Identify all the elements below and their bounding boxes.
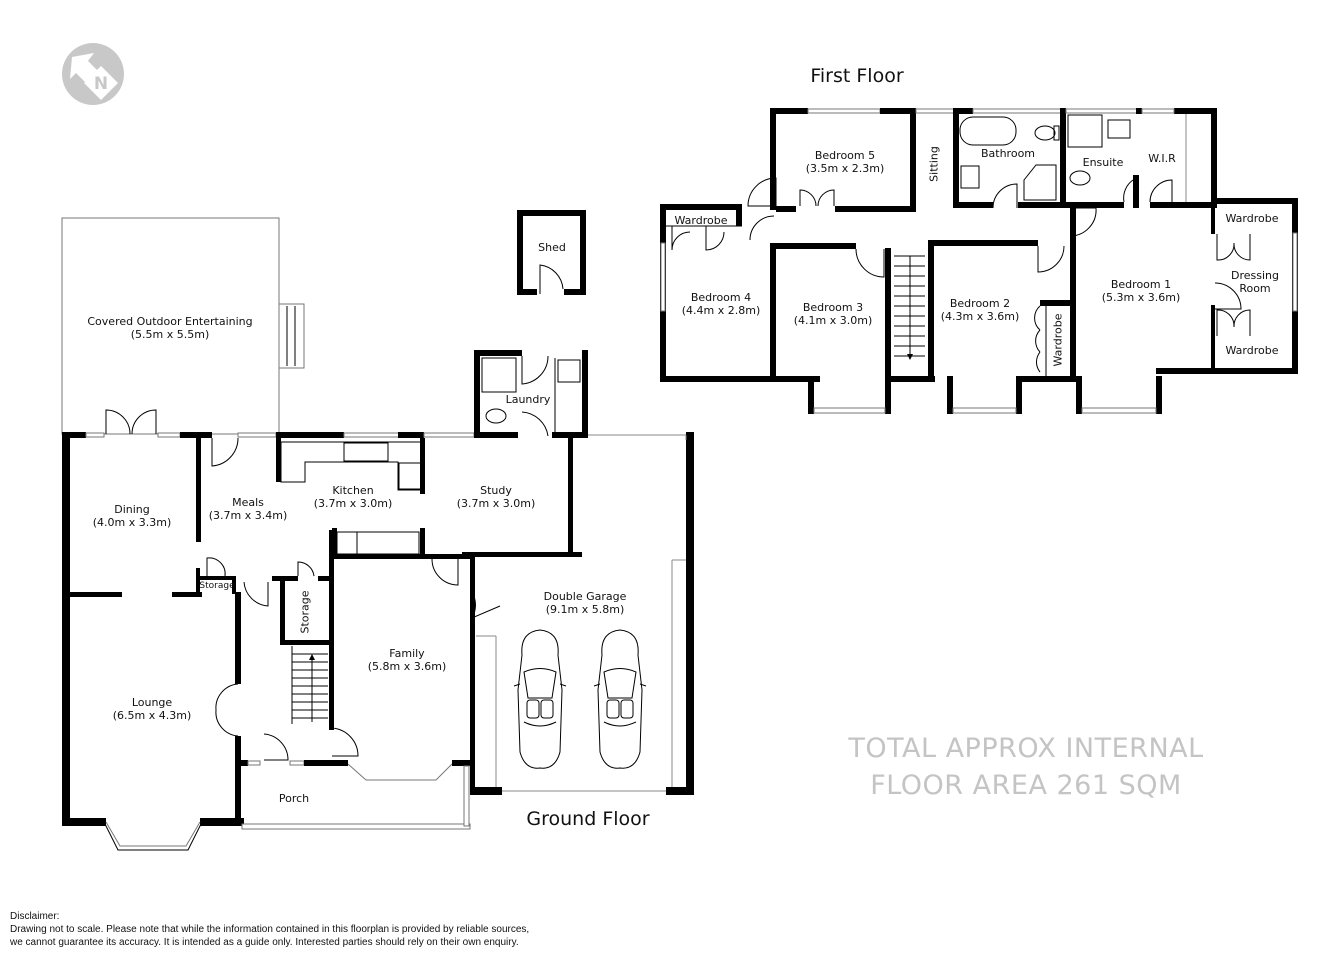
room-study: Study (3.7m x 3.0m) bbox=[457, 484, 536, 510]
disclaimer-line-2: we cannot guarantee its accuracy. It is … bbox=[10, 937, 519, 948]
room-size: (4.3m x 3.6m) bbox=[940, 310, 1020, 323]
room-bathroom: Bathroom bbox=[980, 147, 1036, 160]
room-bedroom-3: Bedroom 3 (4.1m x 3.0m) bbox=[794, 301, 873, 327]
room-size: (4.1m x 3.0m) bbox=[793, 314, 873, 327]
disclaimer-line-1: Drawing not to scale. Please note that w… bbox=[10, 924, 530, 935]
room-name: Bedroom 3 bbox=[802, 301, 864, 314]
room-name: Bedroom 5 bbox=[814, 149, 876, 162]
room-dressing-room: Dressing Room bbox=[1231, 269, 1279, 295]
room-size: (3.7m x 3.0m) bbox=[313, 497, 393, 510]
room-meals: Meals (3.7m x 3.4m) bbox=[209, 496, 288, 522]
car-icon-right bbox=[593, 629, 647, 769]
total-area-line-2: FLOOR AREA 261 SQM bbox=[870, 770, 1182, 801]
north-arrow-icon: N bbox=[70, 53, 118, 100]
ground-floor-walls bbox=[61, 210, 694, 851]
room-wir: W.I.R bbox=[1148, 152, 1176, 165]
room-name: Double Garage bbox=[543, 590, 627, 603]
room-storage-hall: Storage bbox=[298, 590, 312, 634]
room-bedroom-1: Bedroom 1 (5.3m x 3.6m) bbox=[1102, 278, 1181, 304]
room-bedroom-4: Bedroom 4 (4.4m x 2.8m) bbox=[682, 291, 761, 317]
room-size: (9.1m x 5.8m) bbox=[545, 603, 625, 616]
room-size: (5.3m x 3.6m) bbox=[1101, 291, 1181, 304]
room-size: (5.5m x 5.5m) bbox=[130, 328, 210, 341]
room-dining: Dining (4.0m x 3.3m) bbox=[93, 503, 172, 529]
room-size: (3.7m x 3.4m) bbox=[208, 509, 288, 522]
room-name: Bedroom 4 bbox=[690, 291, 752, 304]
room-laundry: Laundry bbox=[505, 393, 551, 406]
room-name: Bedroom 1 bbox=[1110, 278, 1172, 291]
room-size: (4.0m x 3.3m) bbox=[92, 516, 172, 529]
room-wardrobe-bottom: Wardrobe bbox=[1225, 344, 1279, 357]
car-icon-left bbox=[513, 629, 567, 769]
room-size: (6.5m x 4.3m) bbox=[112, 709, 192, 722]
room-name: Lounge bbox=[131, 696, 173, 709]
disclaimer-heading: Disclaimer: bbox=[10, 911, 60, 922]
room-sitting: Sitting bbox=[927, 146, 941, 182]
room-ensuite: Ensuite bbox=[1082, 156, 1124, 169]
room-size: (5.8m x 3.6m) bbox=[367, 660, 447, 673]
room-size: (4.4m x 2.8m) bbox=[681, 304, 761, 317]
room-kitchen: Kitchen (3.7m x 3.0m) bbox=[314, 484, 393, 510]
room-name: Kitchen bbox=[332, 484, 374, 497]
disclaimer: Disclaimer: Drawing not to scale. Please… bbox=[10, 910, 529, 949]
room-porch: Porch bbox=[278, 792, 310, 805]
svg-text:N: N bbox=[94, 74, 108, 94]
first-floor-title: First Floor bbox=[810, 65, 904, 87]
ground-floor-title: Ground Floor bbox=[526, 808, 650, 830]
room-family: Family (5.8m x 3.6m) bbox=[368, 647, 447, 673]
room-storage-small: Storage bbox=[199, 581, 235, 591]
room-bedroom-2: Bedroom 2 (4.3m x 3.6m) bbox=[941, 297, 1020, 323]
room-covered-outdoor-entertaining: Covered Outdoor Entertaining (5.5m x 5.5… bbox=[87, 315, 252, 341]
room-name: Study bbox=[480, 484, 512, 497]
first-floor-walls bbox=[660, 108, 1298, 414]
room-wardrobe-bed4: Wardrobe bbox=[674, 214, 728, 227]
room-size: (3.7m x 3.0m) bbox=[456, 497, 536, 510]
room-wardrobe-bed2: Wardrobe bbox=[1051, 313, 1065, 367]
room-name: Bedroom 2 bbox=[949, 297, 1011, 310]
room-name: Family bbox=[389, 647, 425, 660]
total-floor-area: TOTAL APPROX INTERNAL FLOOR AREA 261 SQM bbox=[848, 730, 1203, 804]
room-double-garage: Double Garage (9.1m x 5.8m) bbox=[544, 590, 627, 616]
room-wardrobe-top: Wardrobe bbox=[1225, 212, 1279, 225]
room-name: Covered Outdoor Entertaining bbox=[87, 315, 253, 328]
north-compass: N bbox=[62, 43, 124, 105]
total-area-line-1: TOTAL APPROX INTERNAL bbox=[848, 733, 1204, 764]
room-name: Dining bbox=[114, 503, 150, 516]
room-name: Meals bbox=[232, 496, 264, 509]
room-bedroom-5: Bedroom 5 (3.5m x 2.3m) bbox=[806, 149, 885, 175]
room-size: (3.5m x 2.3m) bbox=[805, 162, 885, 175]
room-shed: Shed bbox=[538, 241, 566, 254]
room-lounge: Lounge (6.5m x 4.3m) bbox=[113, 696, 192, 722]
